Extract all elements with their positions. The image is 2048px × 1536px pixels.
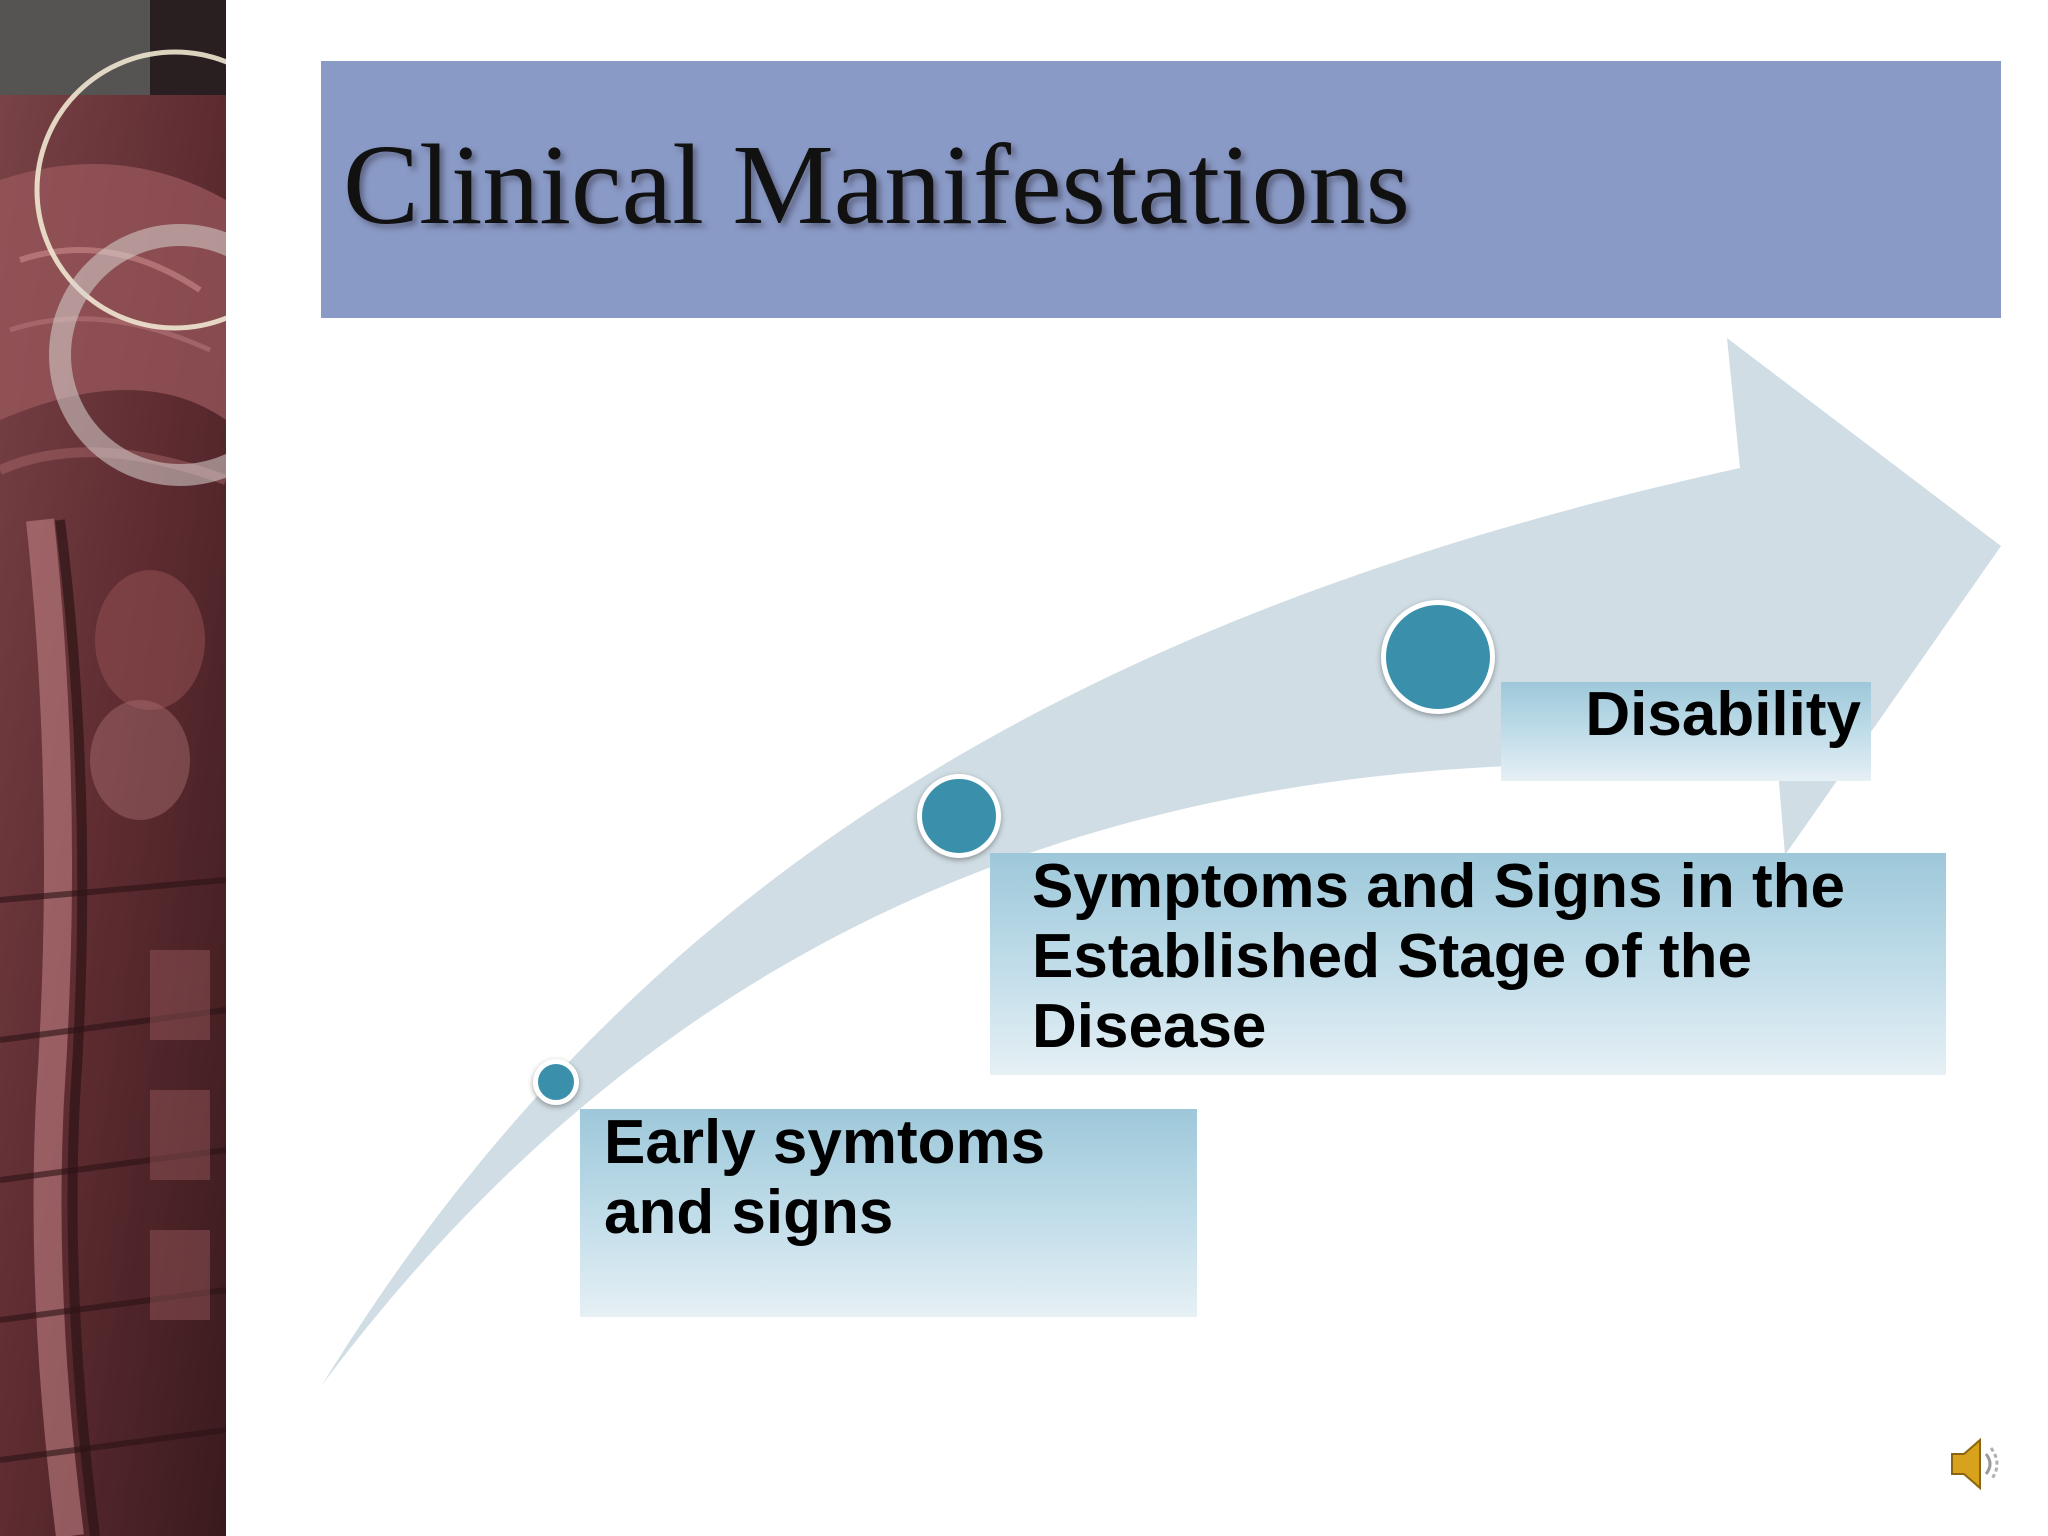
stage-marker-early	[533, 1059, 579, 1105]
title-band	[321, 61, 2001, 318]
stage-label-early: Early symtoms and signs	[604, 1108, 1046, 1247]
stage-box-disability	[1501, 682, 1871, 781]
mri-decor-panel	[0, 0, 226, 1536]
slide-title: Clinical Manifestations	[343, 121, 1410, 248]
curved-arrow-shape	[322, 338, 2001, 1385]
stage-box-early	[580, 1109, 1197, 1317]
stage-label-disability: Disability	[1585, 680, 1861, 749]
stage-label-established: Symptoms and Signs in the Established St…	[1032, 852, 1845, 1061]
speaker-icon[interactable]	[1948, 1432, 2008, 1496]
stage-box-established	[990, 853, 1946, 1075]
mri-brain-image	[0, 0, 226, 1536]
stage-marker-disability	[1381, 600, 1495, 714]
stage-marker-established	[917, 774, 1001, 858]
